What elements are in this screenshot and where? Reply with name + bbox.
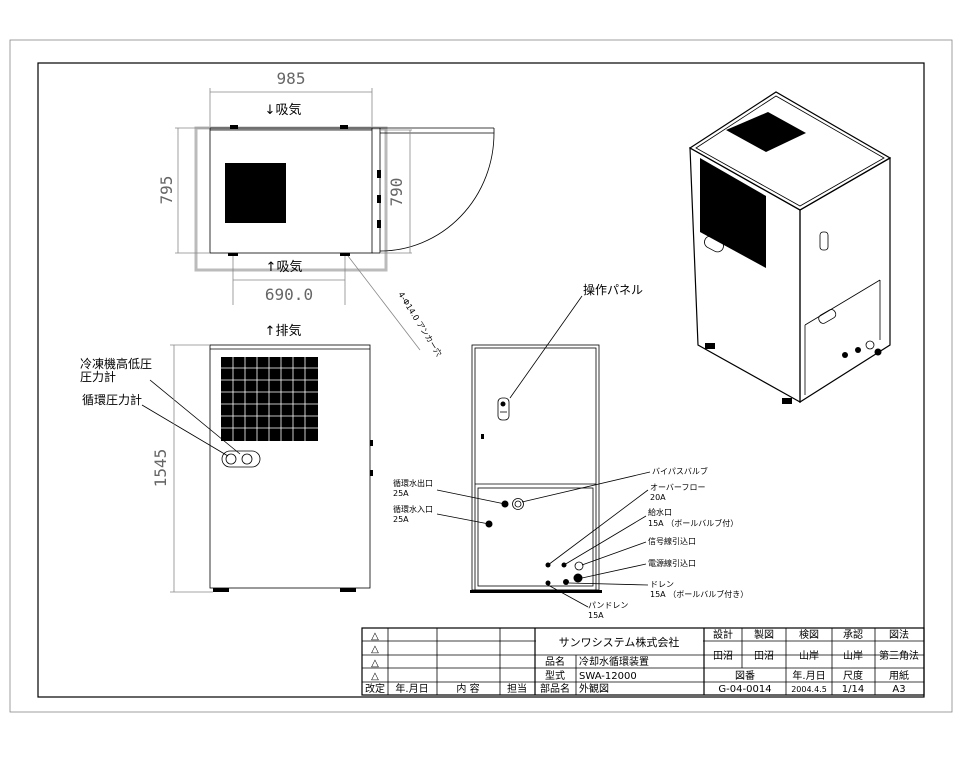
signal-inlet-label: 信号線引込口 xyxy=(648,536,696,546)
label-projection: 図法 xyxy=(889,628,909,641)
pan-drain-size: 15A xyxy=(588,611,604,620)
door-handle xyxy=(497,397,510,421)
bypass-valve-label: バイパスバルブ xyxy=(652,466,708,476)
top-vent xyxy=(225,163,286,223)
title-block: △ △ △ △ 改定 年.月日 内 容 担当 サンワシステム株式会社 品名 冷却… xyxy=(361,627,925,696)
label-paper: 用紙 xyxy=(889,669,909,682)
drawing-date: 2004.4.5 xyxy=(791,685,827,694)
iso-top-vent xyxy=(726,112,806,152)
pan-drain-label: パンドレン xyxy=(588,601,628,610)
label-part: 部品名 xyxy=(540,682,570,695)
projection-value: 第三角法 xyxy=(879,649,919,662)
label-model: 型式 xyxy=(545,669,565,682)
dim-width-985: 985 xyxy=(277,69,306,88)
model-number: SWA-12000 xyxy=(579,671,637,682)
front-view: ↑排気 冷凍機高低圧 圧力計 xyxy=(80,323,373,593)
label-scale: 尺度 xyxy=(843,669,863,682)
col-person: 担当 xyxy=(507,682,527,695)
revision-mark-1: △ xyxy=(371,631,379,642)
revision-mark-2: △ xyxy=(371,644,379,655)
outer-border xyxy=(9,39,953,713)
supply-label: 給水口 xyxy=(648,507,672,517)
product-name: 冷却水循環装置 xyxy=(579,655,649,668)
col-revision: 改定 xyxy=(365,682,385,695)
approve-name: 山岸 xyxy=(843,650,863,662)
revision-mark-4: △ xyxy=(371,671,379,682)
supply-size: 15A （ボールバルブ付） xyxy=(648,518,738,528)
overflow-size: 20A xyxy=(650,493,666,502)
col-content: 内 容 xyxy=(456,682,479,695)
drain-port xyxy=(563,579,569,585)
iso-side-vent xyxy=(700,158,766,268)
circ-gauge-label: 循環圧力計 xyxy=(82,392,142,407)
drain-size: 15A （ボールバルブ付き） xyxy=(650,589,748,599)
company-name: サンワシステム株式会社 xyxy=(559,635,680,649)
pan-drain-port xyxy=(545,580,551,586)
label-drawing-no: 図番 xyxy=(735,670,755,682)
dim-depth-790: 790 xyxy=(387,178,406,207)
overflow-label: オーバーフロー xyxy=(650,483,705,492)
check-name: 山岸 xyxy=(799,650,819,662)
drain-label: ドレン xyxy=(650,580,674,589)
front-vent-grille xyxy=(221,357,318,441)
bypass-valve xyxy=(512,498,524,510)
label-drawing: 製図 xyxy=(754,628,774,641)
intake-top-label: ↓吸気 xyxy=(265,102,302,118)
revision-mark-3: △ xyxy=(371,658,379,669)
design-name: 田沼 xyxy=(713,649,733,662)
refrigerator-pressure-gauge xyxy=(225,453,237,465)
circ-out-size: 25A xyxy=(393,489,409,498)
circ-in-label: 循環水入口 xyxy=(393,504,433,514)
power-inlet-label: 電源線引込口 xyxy=(648,558,696,568)
dim-depth-795: 795 xyxy=(157,176,176,205)
side-view: 操作パネル 循環水出口 25A 循環水入口 25A バイパスバルブ オーバーフロ… xyxy=(393,282,748,620)
part-name: 外観図 xyxy=(579,682,609,695)
scale-value: 1/14 xyxy=(842,684,864,695)
circ-out-label: 循環水出口 xyxy=(393,478,433,488)
refrig-gauge-label-2: 圧力計 xyxy=(80,369,116,384)
label-approve: 承認 xyxy=(843,628,863,641)
inner-border xyxy=(37,62,925,698)
circulation-pressure-gauge xyxy=(241,453,253,465)
anchor-hole-note: 4-Φ14.0 アンカー穴 xyxy=(396,290,444,358)
drawing-name: 田沼 xyxy=(754,649,774,662)
dim-anchor-690: 690.0 xyxy=(265,285,313,304)
drawing-number: G-04-0014 xyxy=(718,684,771,695)
intake-bottom-label: ↑吸気 xyxy=(266,259,303,275)
dim-height-1545: 1545 xyxy=(151,449,170,488)
paper-value: A3 xyxy=(892,684,905,695)
refrig-gauge-label-1: 冷凍機高低圧 xyxy=(80,356,152,371)
label-check: 検図 xyxy=(799,628,819,641)
signal-inlet-port xyxy=(574,561,584,571)
exhaust-label: ↑排気 xyxy=(265,323,302,339)
label-product: 品名 xyxy=(545,655,565,668)
label-date: 年.月日 xyxy=(792,669,825,682)
top-view: 985 ↓吸気 795 790 ↑吸気 xyxy=(157,69,495,358)
control-panel-label: 操作パネル xyxy=(583,282,643,297)
isometric-view xyxy=(688,91,892,404)
gauge-panel xyxy=(221,450,261,468)
col-date: 年.月日 xyxy=(395,682,428,695)
power-inlet-port xyxy=(573,573,583,583)
label-design: 設計 xyxy=(713,628,733,641)
circ-in-size: 25A xyxy=(393,515,409,524)
